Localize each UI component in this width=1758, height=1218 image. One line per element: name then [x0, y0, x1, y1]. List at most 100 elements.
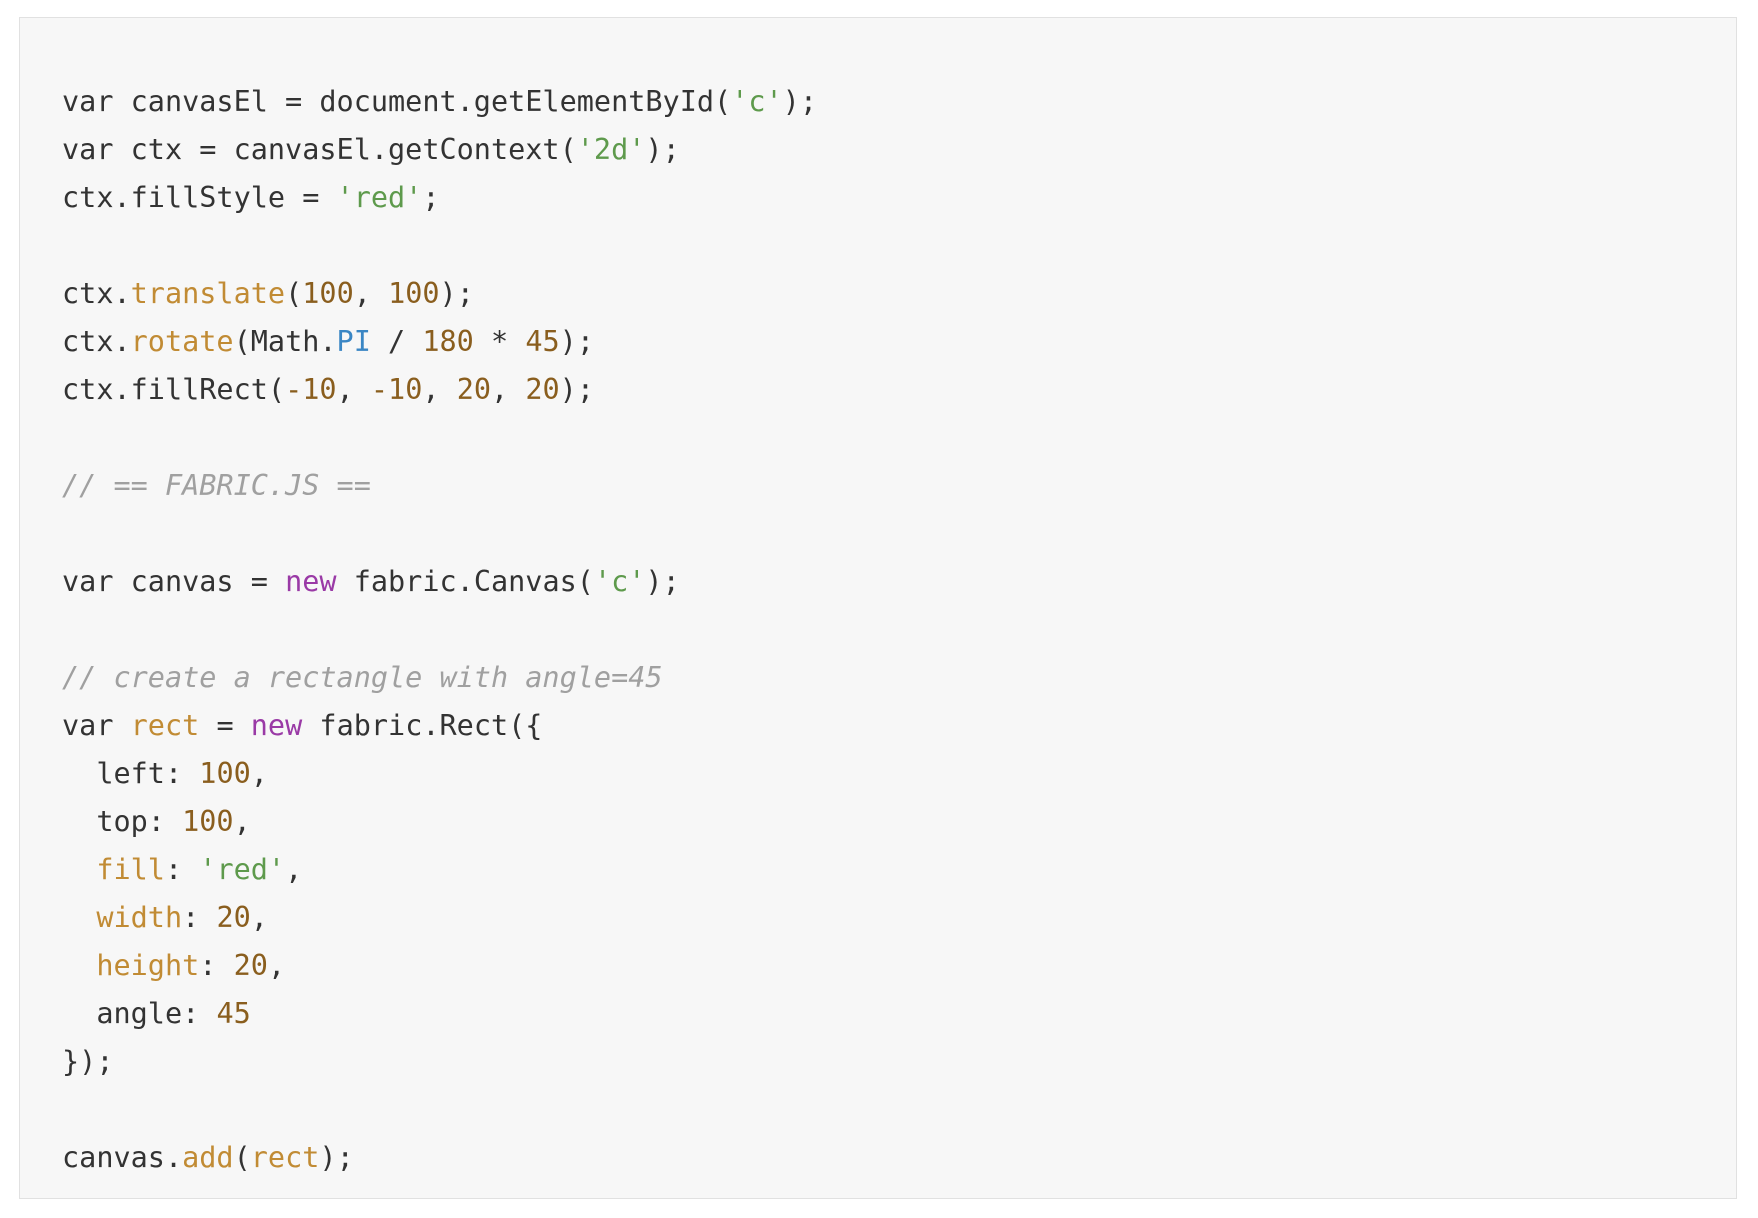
code-token-func: height	[96, 949, 200, 982]
code-line: // create a rectangle with angle=45	[62, 654, 1736, 702]
code-line: var canvasEl = document.getElementById('…	[62, 78, 1736, 126]
code-token-plain: ,	[422, 373, 457, 406]
code-token-plain: left:	[62, 757, 200, 790]
code-token-func: rect	[250, 1141, 320, 1174]
code-token-plain: );	[559, 325, 594, 358]
code-line: ctx.translate(100, 100);	[62, 270, 1736, 318]
code-token-func: width	[96, 901, 183, 934]
code-line: ctx.fillStyle = 'red';	[62, 174, 1736, 222]
code-line: var canvas = new fabric.Canvas('c');	[62, 558, 1736, 606]
code-token-plain: /	[370, 325, 423, 358]
code-line: height: 20,	[62, 942, 1736, 990]
code-token-number: 20	[233, 949, 268, 982]
code-token-number: 20	[456, 373, 492, 406]
code-line: canvas.add(rect);	[62, 1134, 1736, 1182]
code-token-number: 20	[525, 373, 560, 406]
code-token-plain: });	[62, 1045, 114, 1078]
code-token-plain: ctx.fillRect(	[62, 373, 286, 406]
code-token-plain: :	[182, 901, 217, 934]
code-line: width: 20,	[62, 894, 1736, 942]
code-token-plain: *	[473, 325, 526, 358]
code-token-plain: ,	[353, 277, 389, 310]
code-token-number: 100	[199, 757, 251, 790]
code-token-number: 100	[182, 805, 234, 838]
code-token-plain: ctx.fillStyle =	[62, 181, 337, 214]
code-token-string: 'c'	[593, 565, 646, 598]
code-token-plain: ctx.	[62, 277, 131, 310]
code-token-const: PI	[336, 325, 371, 358]
code-line	[62, 414, 1736, 462]
code-token-keyword: new	[285, 565, 337, 598]
code-token-number: 100	[302, 277, 354, 310]
code-token-plain: );	[782, 85, 817, 118]
code-line: angle: 45	[62, 990, 1736, 1038]
code-token-func: rect	[130, 709, 200, 742]
code-token-plain: canvas.	[62, 1141, 183, 1174]
code-token-plain: =	[199, 709, 251, 742]
code-token-string: 'red'	[199, 853, 286, 886]
code-token-plain: var ctx = canvasEl.getContext(	[62, 133, 577, 166]
code-token-number: -10	[370, 373, 423, 406]
code-content: var canvasEl = document.getElementById('…	[62, 78, 1736, 1182]
code-token-plain: fabric.Rect({	[302, 709, 543, 742]
code-line: left: 100,	[62, 750, 1736, 798]
code-lines: var canvasEl = document.getElementById('…	[62, 78, 1736, 1182]
code-line: var ctx = canvasEl.getContext('2d');	[62, 126, 1736, 174]
code-token-plain: :	[164, 853, 200, 886]
code-token-plain: ,	[250, 901, 268, 934]
code-token-string: 'c'	[731, 85, 783, 118]
code-line: // == FABRIC.JS ==	[62, 462, 1736, 510]
code-token-string: 'red'	[336, 181, 423, 214]
code-token-number: 45	[525, 325, 560, 358]
code-token-plain: (	[285, 277, 303, 310]
code-token-comment: // create a rectangle with angle=45	[62, 661, 663, 694]
code-token-plain: top:	[62, 805, 183, 838]
code-line	[62, 606, 1736, 654]
code-token-plain	[62, 901, 96, 934]
code-token-number: -10	[285, 373, 337, 406]
code-token-plain: ,	[267, 949, 286, 982]
code-line	[62, 1086, 1736, 1134]
code-line	[62, 222, 1736, 270]
code-line: top: 100,	[62, 798, 1736, 846]
code-token-plain: ,	[491, 373, 526, 406]
code-token-string: '2d'	[576, 133, 646, 166]
code-token-keyword: new	[250, 709, 303, 742]
code-token-plain: ,	[336, 373, 371, 406]
code-token-plain: (Math.	[233, 325, 337, 358]
code-line: fill: 'red',	[62, 846, 1736, 894]
code-token-plain: );	[559, 373, 594, 406]
code-token-func: translate	[130, 277, 286, 310]
code-token-comment: // == FABRIC.JS ==	[62, 469, 371, 502]
code-token-plain: ,	[285, 853, 303, 886]
code-token-func: rotate	[130, 325, 234, 358]
code-token-plain: :	[199, 949, 234, 982]
code-token-plain: );	[645, 565, 680, 598]
code-line: ctx.rotate(Math.PI / 180 * 45);	[62, 318, 1736, 366]
code-line: var rect = new fabric.Rect({	[62, 702, 1736, 750]
code-token-plain: var	[62, 709, 131, 742]
code-token-number: 20	[216, 901, 251, 934]
code-line: });	[62, 1038, 1736, 1086]
code-line	[62, 510, 1736, 558]
code-token-plain: ,	[250, 757, 268, 790]
code-token-plain	[62, 853, 96, 886]
code-token-plain: fabric.Canvas(	[336, 565, 594, 598]
code-token-plain: );	[439, 277, 474, 310]
code-token-plain: var canvasEl = document.getElementById(	[62, 85, 732, 118]
code-token-number: 180	[422, 325, 474, 358]
code-token-plain: ctx.	[62, 325, 131, 358]
code-token-number: 100	[388, 277, 440, 310]
code-token-func: add	[182, 1141, 234, 1174]
code-token-plain	[62, 949, 96, 982]
code-block: var canvasEl = document.getElementById('…	[19, 17, 1737, 1199]
code-token-plain: ,	[233, 805, 251, 838]
code-token-plain: (	[233, 1141, 251, 1174]
code-token-plain: ;	[422, 181, 440, 214]
code-token-plain: );	[319, 1141, 354, 1174]
code-token-number: 45	[216, 997, 251, 1030]
code-token-plain: var canvas =	[62, 565, 286, 598]
code-token-plain: );	[645, 133, 680, 166]
code-line: ctx.fillRect(-10, -10, 20, 20);	[62, 366, 1736, 414]
code-token-func: fill	[96, 853, 165, 886]
